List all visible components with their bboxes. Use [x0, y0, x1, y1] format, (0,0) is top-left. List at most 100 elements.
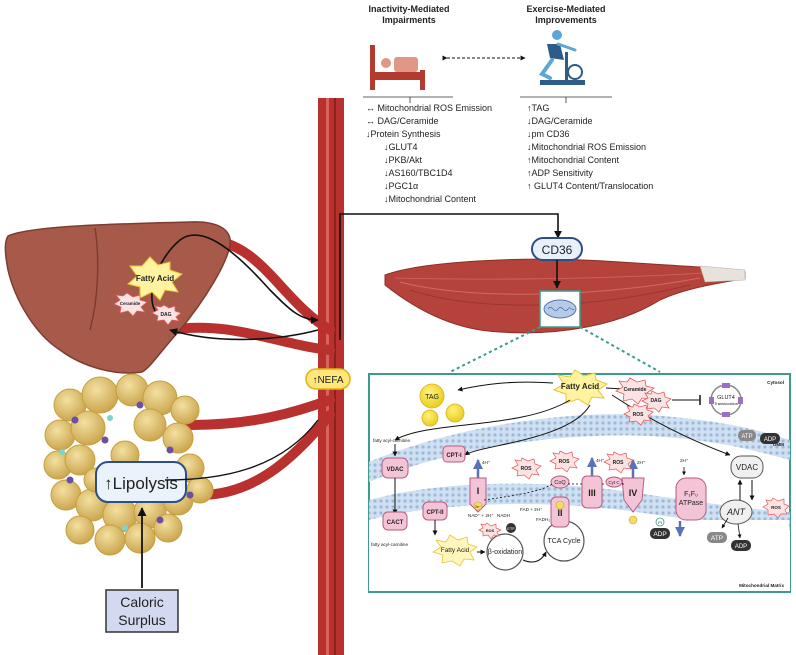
- fatty-acyl-carnitine-label: fatty acyl-carnitine: [373, 438, 410, 443]
- cpt2-label: CPT-II: [426, 510, 443, 516]
- tca-label: TCA Cycle: [547, 538, 580, 545]
- complex-2-label: II: [557, 508, 562, 518]
- exercise-bike-icon: [539, 30, 585, 85]
- etf-badge: ETF: [506, 523, 516, 533]
- matrix-label: Mitochondrial Matrix: [739, 583, 784, 588]
- complex-1-label: I: [477, 486, 480, 496]
- fadh2-label: FADH₂: [536, 517, 550, 522]
- exercise-header1: Exercise-Mediated: [526, 4, 605, 14]
- caloric-line1: Caloric: [120, 594, 164, 610]
- liver-ceramide-label: Ceramide: [120, 301, 141, 306]
- fatty-acyl-carnitine-inner-label: fatty acyl-carnitine: [371, 542, 408, 547]
- ros-small-label: ROS: [486, 529, 495, 533]
- exercise-item: ↑Mitochondrial Content: [527, 155, 620, 165]
- atp-badge-left: ATP: [707, 532, 727, 543]
- cd36-badge: CD36: [531, 237, 583, 261]
- ros-ims2-label: ROS: [559, 459, 571, 465]
- adipose-branch-vessel: [185, 395, 335, 500]
- immune-cell-icon: [59, 449, 65, 455]
- ant-label: ANT: [726, 507, 747, 517]
- inactivity-item: ↓PGC1α: [384, 181, 418, 191]
- adipocyte: [44, 419, 76, 451]
- ros-ims1-label: ROS: [521, 466, 533, 472]
- immune-cell-icon: [107, 415, 113, 421]
- nadh-label: NADH: [497, 513, 510, 518]
- atpase-proton-label: 2H⁺: [680, 458, 689, 463]
- dag-label: DAG: [650, 398, 661, 404]
- cytc-label: Cyt C: [608, 480, 620, 485]
- adipocyte: [81, 376, 119, 414]
- adp-badge-left: ADP: [650, 528, 670, 539]
- exercise-item: ↓Mitochondrial ROS Emission: [527, 142, 646, 152]
- ros-label: ROS: [633, 412, 645, 418]
- inactivity-item: ↔ Mitochondrial ROS Emission: [366, 103, 492, 113]
- atp-top-label: ATP: [741, 434, 752, 440]
- tag-label: TAG: [425, 394, 439, 401]
- pi-label: Pi: [658, 520, 662, 525]
- liver-flow-arrow: [151, 234, 319, 324]
- beta-oxidation-label: β-oxidation: [488, 549, 522, 556]
- macrophage-icon: [156, 516, 164, 524]
- ros-burst-ims1: ROS: [511, 457, 542, 480]
- cpt2-protein: CPT-II: [422, 501, 448, 521]
- electron-label: 2e⁻: [475, 505, 481, 509]
- fatty-acid-matrix-burst: Fatty Acid: [432, 534, 478, 567]
- nefa-label: ↑NEFA: [312, 375, 343, 386]
- inactivity-item: ↓PKB/Akt: [384, 155, 423, 165]
- exercise-item: ↑TAG: [527, 103, 549, 113]
- atp-synthase: F₁F₀ ATPase: [675, 477, 707, 521]
- fatty-acid-top-label: Fatty Acid: [561, 382, 599, 391]
- inactivity-header1: Inactivity-Mediated: [368, 4, 449, 14]
- atp-badge-top: ATP: [738, 430, 756, 441]
- liver-dag-label: DAG: [160, 312, 171, 318]
- ros-right-label: ROS: [771, 505, 781, 510]
- complex-4-label: IV: [629, 488, 638, 498]
- atp-left-label: ATP: [711, 535, 723, 542]
- macrophage-icon: [136, 401, 144, 409]
- macrophage-icon: [166, 446, 174, 454]
- vdac-right-protein: VDAC: [730, 455, 764, 479]
- adipocyte: [65, 515, 95, 545]
- cd36-label: CD36: [542, 243, 573, 257]
- vdac-right-label: VDAC: [736, 463, 758, 472]
- bed-icon: [363, 42, 428, 92]
- ros-burst: ROS: [623, 403, 654, 426]
- exercise-item: ↑ADP Sensitivity: [527, 168, 593, 178]
- glut4-translocation-label: Translocation: [714, 401, 738, 406]
- liver-return-arrow: [169, 328, 319, 341]
- adipocyte: [186, 476, 214, 504]
- atpase-label1: F₁F₀: [684, 491, 698, 498]
- liver-dag-burst: DAG: [151, 304, 182, 326]
- adp-left-label: ADP: [653, 531, 666, 538]
- liver-fatty-acid-burst: Fatty Acid: [126, 256, 184, 301]
- adipocyte: [94, 524, 126, 556]
- caloric-surplus-box: Caloric Surplus: [105, 589, 179, 633]
- coq-label: CoQ: [554, 480, 566, 486]
- exercise-header2: Improvements: [535, 15, 597, 25]
- inactivity-item: ↓Protein Synthesis: [366, 129, 441, 139]
- liver-fatty-acid-label: Fatty Acid: [136, 274, 174, 283]
- nad-label: NAD⁺ + 2H⁺: [468, 513, 494, 518]
- nefa-badge: ↑NEFA: [305, 368, 351, 390]
- inactivity-item: ↓GLUT4: [384, 142, 418, 152]
- adipocyte: [170, 395, 200, 425]
- tag-droplets: TAG: [419, 383, 465, 427]
- adp-badge-bottom: ADP: [731, 540, 751, 551]
- exercise-list: ↑TAG ↓DAG/Ceramide ↓pm CD36 ↓Mitochondri…: [527, 103, 653, 191]
- exercise-item: ↓pm CD36: [527, 129, 570, 139]
- macrophage-icon: [186, 491, 194, 499]
- complex-4: IV: [621, 477, 645, 513]
- ceramide-burst: Ceramide: [615, 377, 655, 405]
- vdac-protein: VDAC: [381, 457, 409, 479]
- exercise-item: ↑ GLUT4 Content/Translocation: [527, 181, 653, 191]
- cpt1-protein: CPT-I: [442, 445, 466, 463]
- complex-4-proton-label: 2H⁺: [637, 460, 646, 465]
- macrophage-icon: [101, 436, 109, 444]
- cact-protein: CACT: [382, 511, 408, 531]
- complex-2: II: [550, 496, 570, 528]
- immune-cell-icon: [122, 525, 128, 531]
- adipose-flow-line: [164, 419, 319, 481]
- ceramide-label: Ceramide: [624, 387, 647, 393]
- glut4-label: GLUT4: [717, 395, 735, 401]
- ros-burst-ims3: ROS: [603, 451, 634, 474]
